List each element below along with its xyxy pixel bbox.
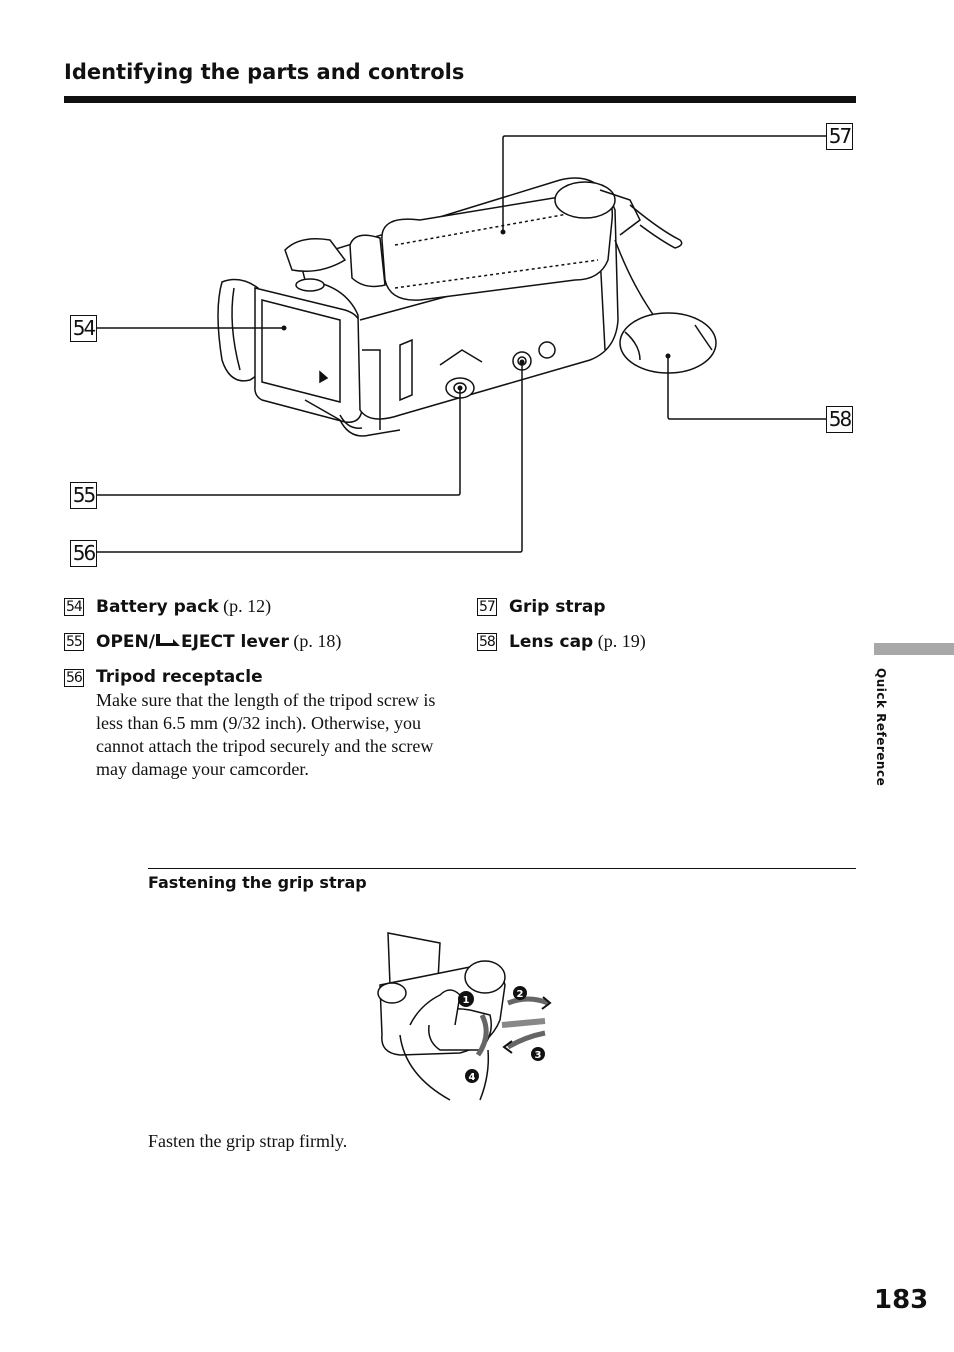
legend-label: Battery pack (96, 597, 219, 617)
legend-page-ref: (p. 12) (223, 596, 272, 616)
legend-label: Lens cap (509, 632, 594, 652)
callout-54: 54 (70, 315, 97, 342)
page-number: 183 (874, 1285, 929, 1315)
legend-item-lens-cap: 58 Lens cap (p. 19) (477, 630, 777, 654)
subsection-title: Fastening the grip strap (148, 873, 367, 892)
legend-label: Tripod receptacle (96, 667, 263, 687)
legend-label: Grip strap (509, 597, 606, 617)
eject-arrow-icon (155, 634, 180, 646)
step-1-marker (458, 991, 474, 1007)
legend-item-open-eject-lever: 55 OPEN/EJECT lever (p. 18) (64, 630, 444, 654)
camcorder-diagram: 54 55 56 57 58 (0, 110, 954, 580)
title-rule (64, 96, 856, 103)
step-3-label: 3 (535, 1050, 542, 1061)
callout-56: 56 (70, 540, 97, 567)
legend-label-open: OPEN/ (96, 632, 155, 652)
legend-page-ref: (p. 18) (293, 631, 342, 651)
callout-58: 58 (826, 406, 853, 433)
legend-description: Make sure that the length of the tripod … (96, 690, 436, 779)
legend-number: 55 (64, 633, 84, 651)
step-4-marker (465, 1069, 479, 1083)
legend-number: 54 (64, 598, 84, 616)
legend-number: 56 (64, 669, 84, 687)
step-2-marker (513, 986, 527, 1000)
section-title: Identifying the parts and controls (64, 60, 465, 84)
step-4-label: 4 (469, 1072, 476, 1083)
legend-number: 57 (477, 598, 497, 616)
legend-item-grip-strap: 57 Grip strap (477, 595, 777, 619)
figure-caption: Fasten the grip strap firmly. (148, 1131, 348, 1151)
step-2-label: 2 (517, 989, 524, 1000)
legend-number: 58 (477, 633, 497, 651)
callout-55: 55 (70, 482, 97, 509)
side-label: Quick Reference (870, 668, 890, 790)
grip-strap-illustration: 1 2 3 4 (377, 932, 552, 1101)
step-3-marker (531, 1047, 545, 1061)
legend-page-ref: (p. 19) (597, 631, 646, 651)
legend-item-tripod-receptacle: 56 Tripod receptacle Make sure that the … (64, 666, 454, 781)
subsection-rule (148, 868, 856, 869)
section-tab (874, 643, 954, 655)
camcorder-illustration (97, 135, 826, 553)
legend-label-eject: EJECT lever (180, 632, 289, 652)
legend-item-battery-pack: 54 Battery pack (p. 12) (64, 595, 444, 619)
callout-57: 57 (826, 123, 853, 150)
step-1-label: 1 (463, 995, 470, 1006)
side-label-text: Quick Reference (874, 668, 888, 787)
grip-strap-figure: 1 2 3 4 (360, 925, 560, 1105)
